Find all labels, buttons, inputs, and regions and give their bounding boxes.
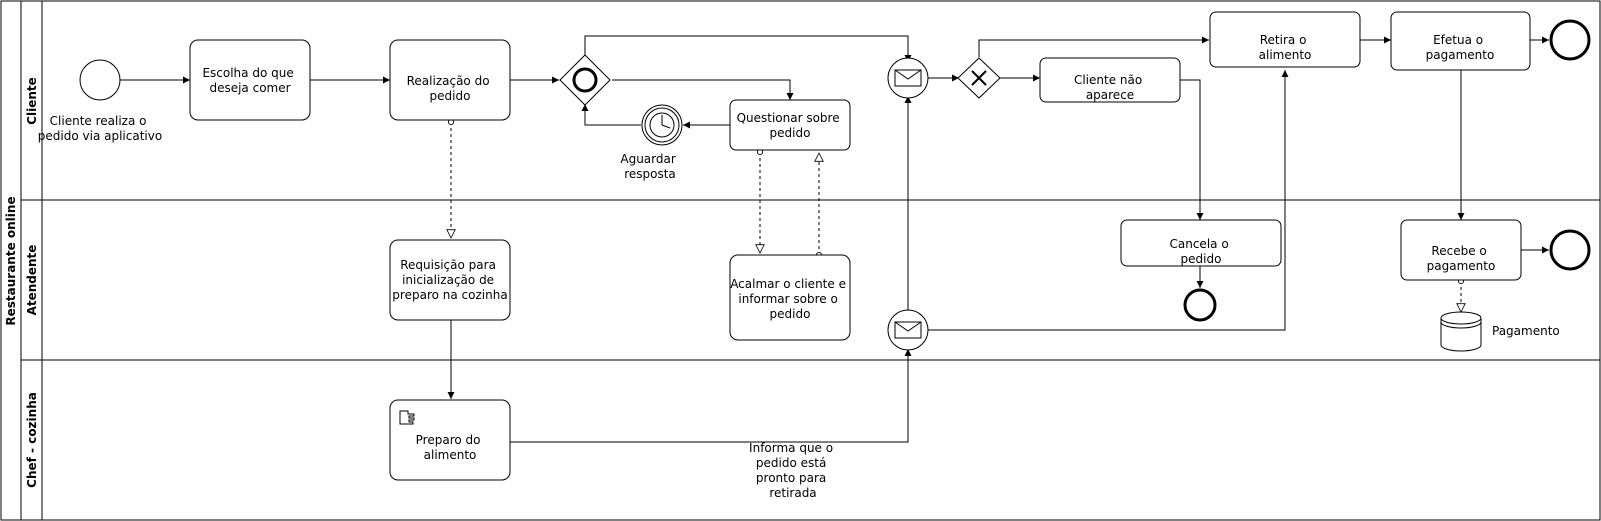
lane-label-atendente: Atendente	[25, 245, 39, 316]
task-label-line: Preparo do	[416, 433, 481, 447]
svg-text:Cancela o pedido: Cancela o pedido	[1170, 237, 1233, 266]
svg-text:Cliente não aparece: Cliente não aparece	[1074, 73, 1146, 102]
svg-text:Recebe o pagamento: Recebe o pagamento	[1427, 244, 1496, 273]
timer-event[interactable]	[641, 104, 683, 146]
task-label-line: pedido	[770, 126, 811, 140]
start-event-label: Cliente realiza o pedido via aplicativo	[38, 114, 162, 143]
task-label-line: alimento	[1259, 48, 1312, 62]
task-label-line: alimento	[424, 448, 477, 462]
task-acalmar[interactable]: Acalmar o cliente e informar sobre o ped…	[729, 254, 851, 341]
task-label-line: pedido	[1181, 252, 1222, 266]
pool-title: Restaurante online	[4, 196, 18, 325]
flow-label-line: retirada	[769, 486, 816, 500]
task-requisicao[interactable]: Requisição para inicialização de preparo…	[389, 239, 511, 321]
end-event-atendente[interactable]	[1549, 229, 1591, 271]
task-label-line: Requisição para	[400, 258, 496, 272]
flow-label-line: pedido está	[756, 456, 826, 470]
task-label-line: Recebe o	[1431, 244, 1486, 258]
start-label-line: Cliente realiza o	[50, 114, 147, 128]
timer-event-label: Aguardar resposta	[620, 152, 679, 181]
flow-message-to-retira	[928, 70, 1289, 331]
data-store-label: Pagamento	[1492, 324, 1560, 338]
task-label-line: preparo na cozinha	[392, 288, 507, 302]
task-label-line: deseja comer	[209, 81, 290, 95]
task-label-line: aparece	[1086, 88, 1134, 102]
task-label-line: Efetua o	[1433, 33, 1483, 47]
task-escolha[interactable]: Escolha do que deseja comer	[189, 39, 311, 121]
lane-label-cliente: Cliente	[25, 77, 39, 125]
svg-text:Escolha do que deseja co: Escolha do que deseja comer	[202, 66, 297, 95]
flow-gateway-to-message	[584, 35, 912, 62]
task-label-line: pagamento	[1426, 48, 1495, 62]
task-cancela[interactable]: Cancela o pedido	[1120, 219, 1282, 267]
task-label-line: Questionar sobre	[737, 111, 840, 125]
end-event-cancela[interactable]	[1183, 288, 1217, 322]
svg-text:Questionar sobre pedido: Questionar sobre pedido	[737, 111, 844, 140]
data-store[interactable]	[1440, 311, 1482, 352]
end-event-cliente[interactable]	[1549, 19, 1591, 61]
exclusive-gateway[interactable]	[957, 57, 1001, 99]
flow-cliente-nao-to-cancela	[1180, 79, 1204, 220]
svg-text:Retira o alimento: Retira o alimento	[1259, 33, 1312, 62]
task-questionar[interactable]: Questionar sobre pedido	[729, 99, 851, 151]
task-label-line: Cliente não	[1074, 73, 1142, 87]
event-based-gateway[interactable]	[559, 54, 611, 106]
svg-text:Preparo do alimento: Preparo do alimento	[416, 433, 485, 462]
task-label-line: pedido	[430, 89, 471, 103]
flow-gateway-to-questionar	[612, 79, 794, 100]
svg-text:Realização do pedido: Realização do pedido	[407, 74, 494, 103]
task-recebe[interactable]: Recebe o pagamento	[1400, 219, 1522, 281]
task-cliente-nao[interactable]: Cliente não aparece	[1039, 57, 1181, 103]
lane-label-chef: Chef - cozinha	[25, 392, 39, 488]
message-event-cliente[interactable]	[887, 57, 929, 99]
task-retira[interactable]: Retira o alimento	[1209, 11, 1361, 68]
flow-label-line: pronto para	[756, 471, 826, 485]
flow-label-informa: Informa que o pedido está pronto para re…	[749, 441, 837, 500]
manual-task-icon	[399, 410, 415, 425]
start-event[interactable]	[79, 59, 121, 101]
message-flows	[451, 122, 1461, 312]
flow-preparo-to-message	[510, 349, 912, 443]
timer-label-line: resposta	[624, 167, 676, 181]
task-label-line: Acalmar o cliente e	[730, 277, 846, 291]
svg-text:Requisição para iniciali: Requisição para inicialização de preparo…	[392, 258, 507, 302]
task-label-line: Cancela o	[1170, 237, 1229, 251]
task-label-line: Escolha do que	[202, 66, 293, 80]
task-label-line: inicialização de	[402, 273, 494, 287]
svg-text:Acalmar o cliente e info: Acalmar o cliente e informar sobre o ped…	[730, 277, 850, 321]
task-efetua[interactable]: Efetua o pagamento	[1390, 11, 1531, 71]
message-event-atendente[interactable]	[887, 309, 929, 351]
task-label-line: pagamento	[1427, 259, 1496, 273]
task-label-line: Retira o	[1260, 33, 1307, 47]
task-realizacao[interactable]: Realização do pedido	[389, 39, 511, 121]
svg-text:Efetua o pagamento: Efetua o pagamento	[1426, 33, 1495, 62]
task-label-line: Realização do	[407, 74, 490, 88]
sequence-flows	[120, 35, 1549, 443]
flow-label-line: Informa que o	[749, 441, 833, 455]
flow-xor-to-retira	[978, 36, 1209, 57]
timer-label-line: Aguardar	[620, 152, 675, 166]
task-label-line: pedido	[770, 307, 811, 321]
task-label-line: informar sobre o	[738, 292, 837, 306]
flow-timer-to-gateway	[581, 104, 641, 126]
task-preparo[interactable]: Preparo do alimento	[389, 399, 511, 481]
start-label-line: pedido via aplicativo	[38, 129, 162, 143]
